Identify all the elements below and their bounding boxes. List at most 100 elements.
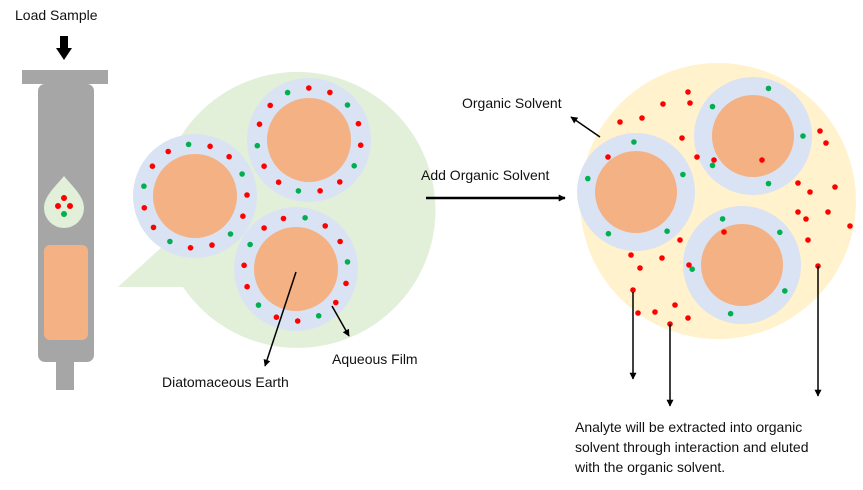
packing-bed bbox=[44, 245, 88, 340]
analyte-dot bbox=[275, 179, 282, 185]
analyte-dot bbox=[605, 230, 612, 237]
analyte-dot bbox=[637, 265, 643, 271]
organic-solvent-arrow bbox=[570, 116, 601, 138]
analyte-dot bbox=[782, 288, 788, 294]
analyte-dot bbox=[141, 183, 147, 189]
analyte-dot bbox=[800, 133, 806, 139]
analyte-dot bbox=[759, 157, 765, 163]
particle-right-left bbox=[577, 133, 695, 251]
analyte-dot bbox=[805, 237, 811, 243]
analyte-dot bbox=[357, 142, 364, 148]
analyte-dot bbox=[302, 215, 308, 221]
analyte-dot bbox=[317, 188, 323, 194]
analyte-note-line3: with the organic solvent. bbox=[574, 459, 725, 475]
analyte-dot bbox=[803, 216, 809, 222]
sample-cartridge bbox=[22, 70, 108, 390]
analyte-dot bbox=[680, 171, 686, 178]
aqueous-film-arrow bbox=[331, 305, 350, 337]
particle-left bbox=[133, 134, 257, 258]
analyte-dot bbox=[337, 238, 343, 245]
analyte-dot bbox=[686, 262, 692, 268]
analyte-dot bbox=[207, 143, 213, 150]
load-sample-label: Load Sample bbox=[15, 7, 98, 23]
analyte-dot bbox=[630, 287, 636, 293]
analyte-dot bbox=[284, 89, 291, 96]
analyte-dot bbox=[795, 180, 801, 186]
analyte-dot bbox=[261, 225, 267, 231]
particle-bottom bbox=[234, 207, 358, 331]
analyte-dot bbox=[261, 163, 267, 169]
diatomaceous-earth-arrow bbox=[263, 271, 297, 367]
analyte-dot bbox=[227, 231, 234, 237]
analyte-dot bbox=[239, 171, 245, 177]
analyte-dot bbox=[149, 163, 156, 169]
analyte-dot bbox=[777, 229, 783, 236]
analyte-dot bbox=[585, 175, 591, 182]
analyte-dot bbox=[631, 139, 637, 145]
analyte-dot bbox=[344, 259, 351, 265]
analyte-dot bbox=[635, 310, 641, 316]
analyte-dot bbox=[795, 209, 801, 215]
analyte-dot bbox=[267, 102, 274, 109]
analyte-dot bbox=[652, 309, 658, 315]
analyte-dot bbox=[687, 100, 693, 106]
analyte-dot bbox=[664, 228, 670, 234]
analyte-dot bbox=[685, 315, 691, 321]
analyte-dot bbox=[165, 148, 171, 155]
analyte-dot bbox=[226, 153, 232, 160]
analyte-dot bbox=[727, 310, 734, 317]
analyte-dot bbox=[689, 266, 695, 273]
analyte-dot bbox=[639, 115, 645, 121]
analyte-dot bbox=[273, 314, 280, 321]
aqueous-film-label: Aqueous Film bbox=[332, 351, 418, 367]
analyte-dots-aqueous bbox=[141, 85, 364, 324]
analyte-dot bbox=[344, 102, 351, 108]
add-organic-solvent-label: Add Organic Solvent bbox=[421, 167, 550, 183]
analyte-dot bbox=[355, 120, 362, 127]
load-sample-arrow bbox=[56, 36, 72, 60]
analyte-dot bbox=[256, 121, 263, 127]
analyte-dot bbox=[825, 209, 831, 215]
analyte-dot bbox=[617, 119, 623, 125]
analyte-dot bbox=[721, 229, 727, 235]
analyte-dot bbox=[343, 280, 349, 287]
particle-right-bottom bbox=[683, 206, 801, 324]
analyte-dot bbox=[823, 140, 829, 146]
analyte-dot bbox=[280, 215, 287, 222]
analyte-dot bbox=[832, 184, 838, 190]
analyte-dot bbox=[333, 299, 339, 306]
analyte-dot bbox=[719, 216, 726, 222]
diatomaceous-earth-label: Diatomaceous Earth bbox=[162, 374, 289, 390]
analyte-dot bbox=[141, 205, 148, 211]
analyte-dot bbox=[322, 223, 329, 229]
analyte-dot bbox=[672, 302, 678, 308]
analyte-dot bbox=[315, 313, 322, 319]
analyte-dot bbox=[677, 237, 683, 243]
analyte-dot bbox=[247, 241, 253, 248]
particle-right-top bbox=[694, 77, 812, 195]
analyte-dot bbox=[817, 128, 823, 134]
analyte-dot bbox=[255, 302, 262, 308]
analyte-dot bbox=[244, 283, 250, 290]
analyte-dot bbox=[337, 179, 343, 185]
analyte-dot bbox=[765, 85, 772, 92]
analyte-dot bbox=[847, 223, 853, 229]
analyte-dot bbox=[351, 163, 358, 169]
analyte-note-line2: solvent through interaction and eluted bbox=[575, 439, 809, 455]
analyte-dot bbox=[185, 141, 192, 148]
analyte-dot bbox=[685, 89, 691, 95]
particle-top bbox=[247, 78, 371, 202]
analyte-dot bbox=[187, 245, 194, 251]
analyte-dot bbox=[660, 101, 666, 107]
analyte-dot bbox=[306, 85, 312, 91]
analyte-dot bbox=[240, 213, 246, 219]
analyte-dot bbox=[709, 103, 716, 110]
analyte-dot bbox=[605, 154, 611, 160]
analyte-dot bbox=[711, 157, 717, 163]
analyte-dot bbox=[807, 189, 813, 195]
analyte-dot bbox=[241, 262, 247, 269]
analyte-dot bbox=[209, 242, 215, 248]
sample-droplet bbox=[44, 176, 84, 228]
organic-solvent-label: Organic Solvent bbox=[462, 95, 562, 111]
analyte-dot bbox=[294, 318, 301, 324]
